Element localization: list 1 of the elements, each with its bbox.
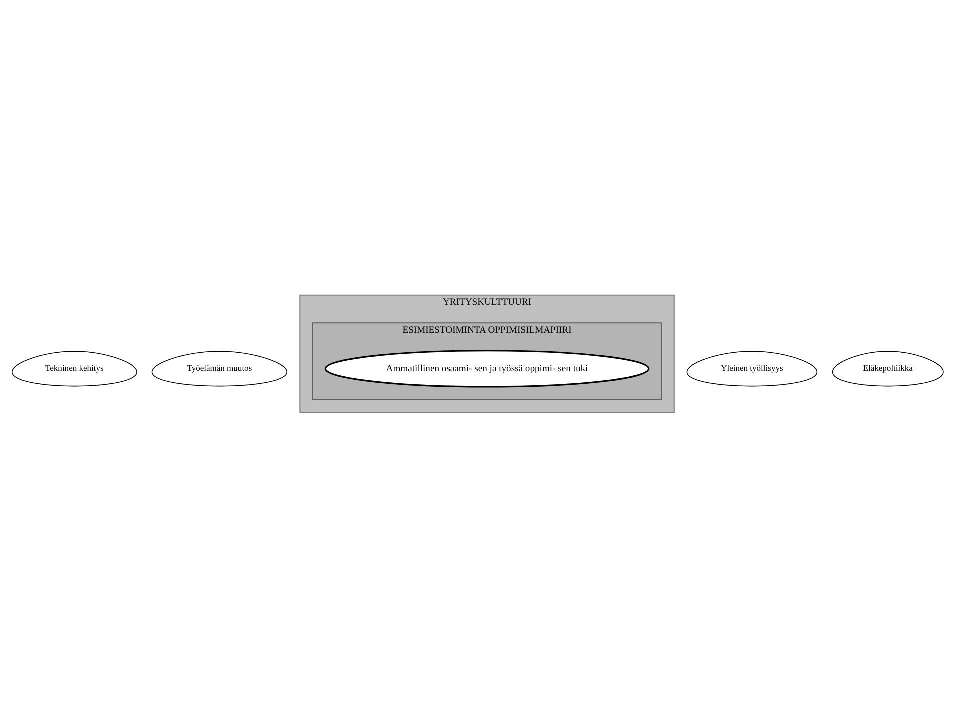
node-ellipse: Ammatillinen osaami- sen ja työssä oppimi- sen tuki	[324, 350, 650, 388]
